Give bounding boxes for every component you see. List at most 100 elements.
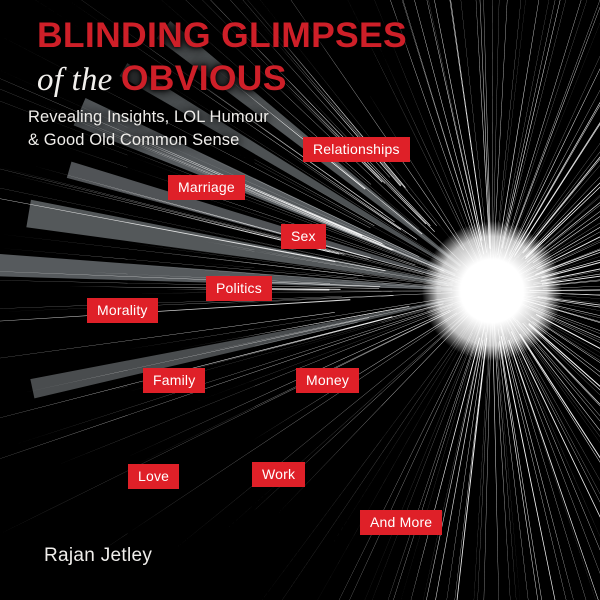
- ray: [0, 234, 449, 287]
- ray: [390, 0, 482, 260]
- ray: [317, 324, 474, 600]
- ray: [428, 0, 484, 250]
- ray: [402, 0, 481, 253]
- ray: [505, 104, 600, 268]
- ray: [434, 0, 483, 241]
- keyword-chip-money: Money: [296, 368, 360, 393]
- ray: [505, 322, 600, 537]
- streak: [233, 242, 386, 272]
- ray: [519, 333, 600, 459]
- ray: [192, 300, 466, 403]
- streak: [0, 78, 383, 245]
- ray: [515, 323, 600, 443]
- ray: [277, 315, 469, 514]
- ray: [454, 323, 489, 600]
- ray: [95, 295, 462, 355]
- ray: [528, 324, 600, 391]
- ray: [509, 55, 600, 254]
- ray: [0, 70, 453, 274]
- ray: [290, 0, 465, 251]
- streak: [0, 168, 345, 255]
- ray: [517, 151, 600, 258]
- streak: [69, 286, 341, 290]
- ray: [497, 0, 556, 264]
- streak: [260, 0, 441, 226]
- ray: [35, 0, 460, 271]
- ray: [492, 319, 499, 600]
- ray: [57, 307, 452, 465]
- keyword-chip-marriage: Marriage: [168, 175, 245, 200]
- streak: [206, 295, 394, 305]
- streak: [291, 236, 434, 276]
- streak: [301, 163, 407, 234]
- ray: [193, 301, 444, 355]
- ray: [221, 135, 457, 271]
- ray: [504, 0, 582, 250]
- keyword-chip-and-more: And More: [360, 510, 443, 535]
- ray: [435, 339, 484, 600]
- ray: [414, 0, 481, 247]
- ray: [226, 246, 447, 284]
- ray: [0, 311, 451, 534]
- ray: [514, 101, 600, 251]
- streak: [0, 271, 381, 287]
- streak: [236, 305, 410, 339]
- streak: [238, 150, 375, 227]
- ray: [505, 336, 587, 600]
- ray: [0, 304, 454, 459]
- ray: [483, 321, 492, 600]
- ray: [282, 316, 475, 600]
- ray: [525, 182, 600, 258]
- streak: [210, 0, 422, 219]
- author-name: Rajan Jetley: [44, 545, 153, 566]
- page-title-line1: BLINDING GLIMPSES: [37, 15, 407, 55]
- ray: [528, 322, 600, 387]
- ray: [522, 156, 600, 254]
- keyword-chip-morality: Morality: [87, 298, 158, 323]
- streak: [176, 308, 395, 350]
- ray: [185, 0, 471, 271]
- ray: [508, 68, 600, 256]
- ray: [124, 309, 451, 459]
- ray: [456, 337, 488, 600]
- ray: [262, 327, 465, 600]
- streak: [264, 95, 420, 229]
- ray: [495, 0, 526, 265]
- ray: [0, 248, 442, 287]
- streak: [265, 310, 425, 357]
- ray: [460, 0, 490, 264]
- streak: [166, 59, 384, 214]
- gray-wedge-0: [0, 254, 453, 290]
- ray: [504, 0, 588, 254]
- ray: [497, 0, 539, 256]
- ray: [501, 318, 596, 600]
- ray: [479, 0, 492, 262]
- gray-wedge-4: [119, 63, 459, 271]
- ray: [525, 165, 600, 252]
- streak: [12, 174, 340, 255]
- ray: [497, 342, 529, 600]
- gray-wedge-group: [0, 21, 462, 399]
- ray: [494, 0, 521, 264]
- streak: [0, 280, 380, 289]
- ray: [513, 123, 600, 257]
- ray: [500, 336, 556, 600]
- streak: [86, 261, 427, 287]
- ray: [516, 324, 600, 437]
- streak: [0, 35, 371, 229]
- ray: [205, 289, 463, 292]
- ray: [170, 224, 454, 284]
- keyword-chip-work: Work: [252, 462, 306, 487]
- ray: [491, 0, 493, 256]
- ray: [153, 108, 470, 279]
- ray: [90, 309, 465, 558]
- subtitle: Revealing Insights, LOL Humour & Good Ol…: [28, 106, 358, 153]
- keyword-chip-politics: Politics: [206, 276, 272, 301]
- ray: [497, 328, 542, 600]
- gray-wedge-6: [30, 298, 454, 399]
- streak: [286, 152, 402, 230]
- streak: [230, 0, 390, 178]
- ray: [81, 237, 465, 288]
- ray: [508, 339, 599, 600]
- ray: [498, 340, 538, 600]
